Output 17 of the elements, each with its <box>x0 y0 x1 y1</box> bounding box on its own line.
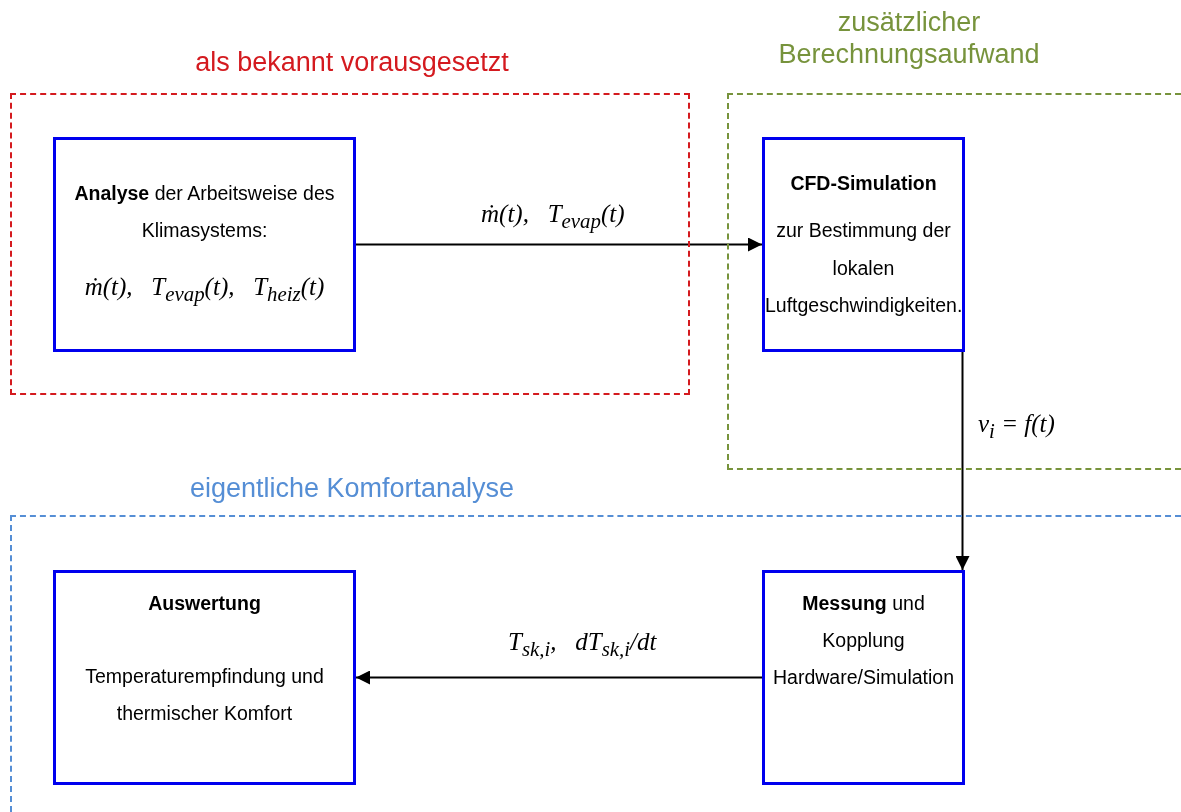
process-box <box>53 570 356 785</box>
process-box <box>762 570 965 785</box>
group-heading: eigentliche Komfortanalyse <box>188 473 516 505</box>
box-heading: Auswertung <box>148 591 261 616</box>
group-heading: zusätzlicher Berechnungsaufwand <box>777 7 1041 71</box>
arrow <box>355 670 763 685</box>
box-text: zur Bestimmung der lokalen Luftgeschwindigkeiten. <box>765 218 962 318</box>
box-heading: Messung und Kopplung Hardware/Simulation <box>772 591 955 691</box>
formula: ṁ(t), T$_{evap}$(t), T$_{heiz}$(t) <box>84 271 325 308</box>
group-heading: als bekannt vorausgesetzt <box>194 47 510 79</box>
arrow <box>955 351 970 571</box>
arrow <box>355 237 763 252</box>
process-box <box>762 137 965 352</box>
box-heading: Analyse der Arbeitsweise des Klimasystems: <box>73 180 336 243</box>
box-text: Temperaturempfindung und thermischer Komfort <box>84 664 325 727</box>
box-heading: CFD-Simulation <box>790 171 937 197</box>
process-box <box>53 137 356 352</box>
